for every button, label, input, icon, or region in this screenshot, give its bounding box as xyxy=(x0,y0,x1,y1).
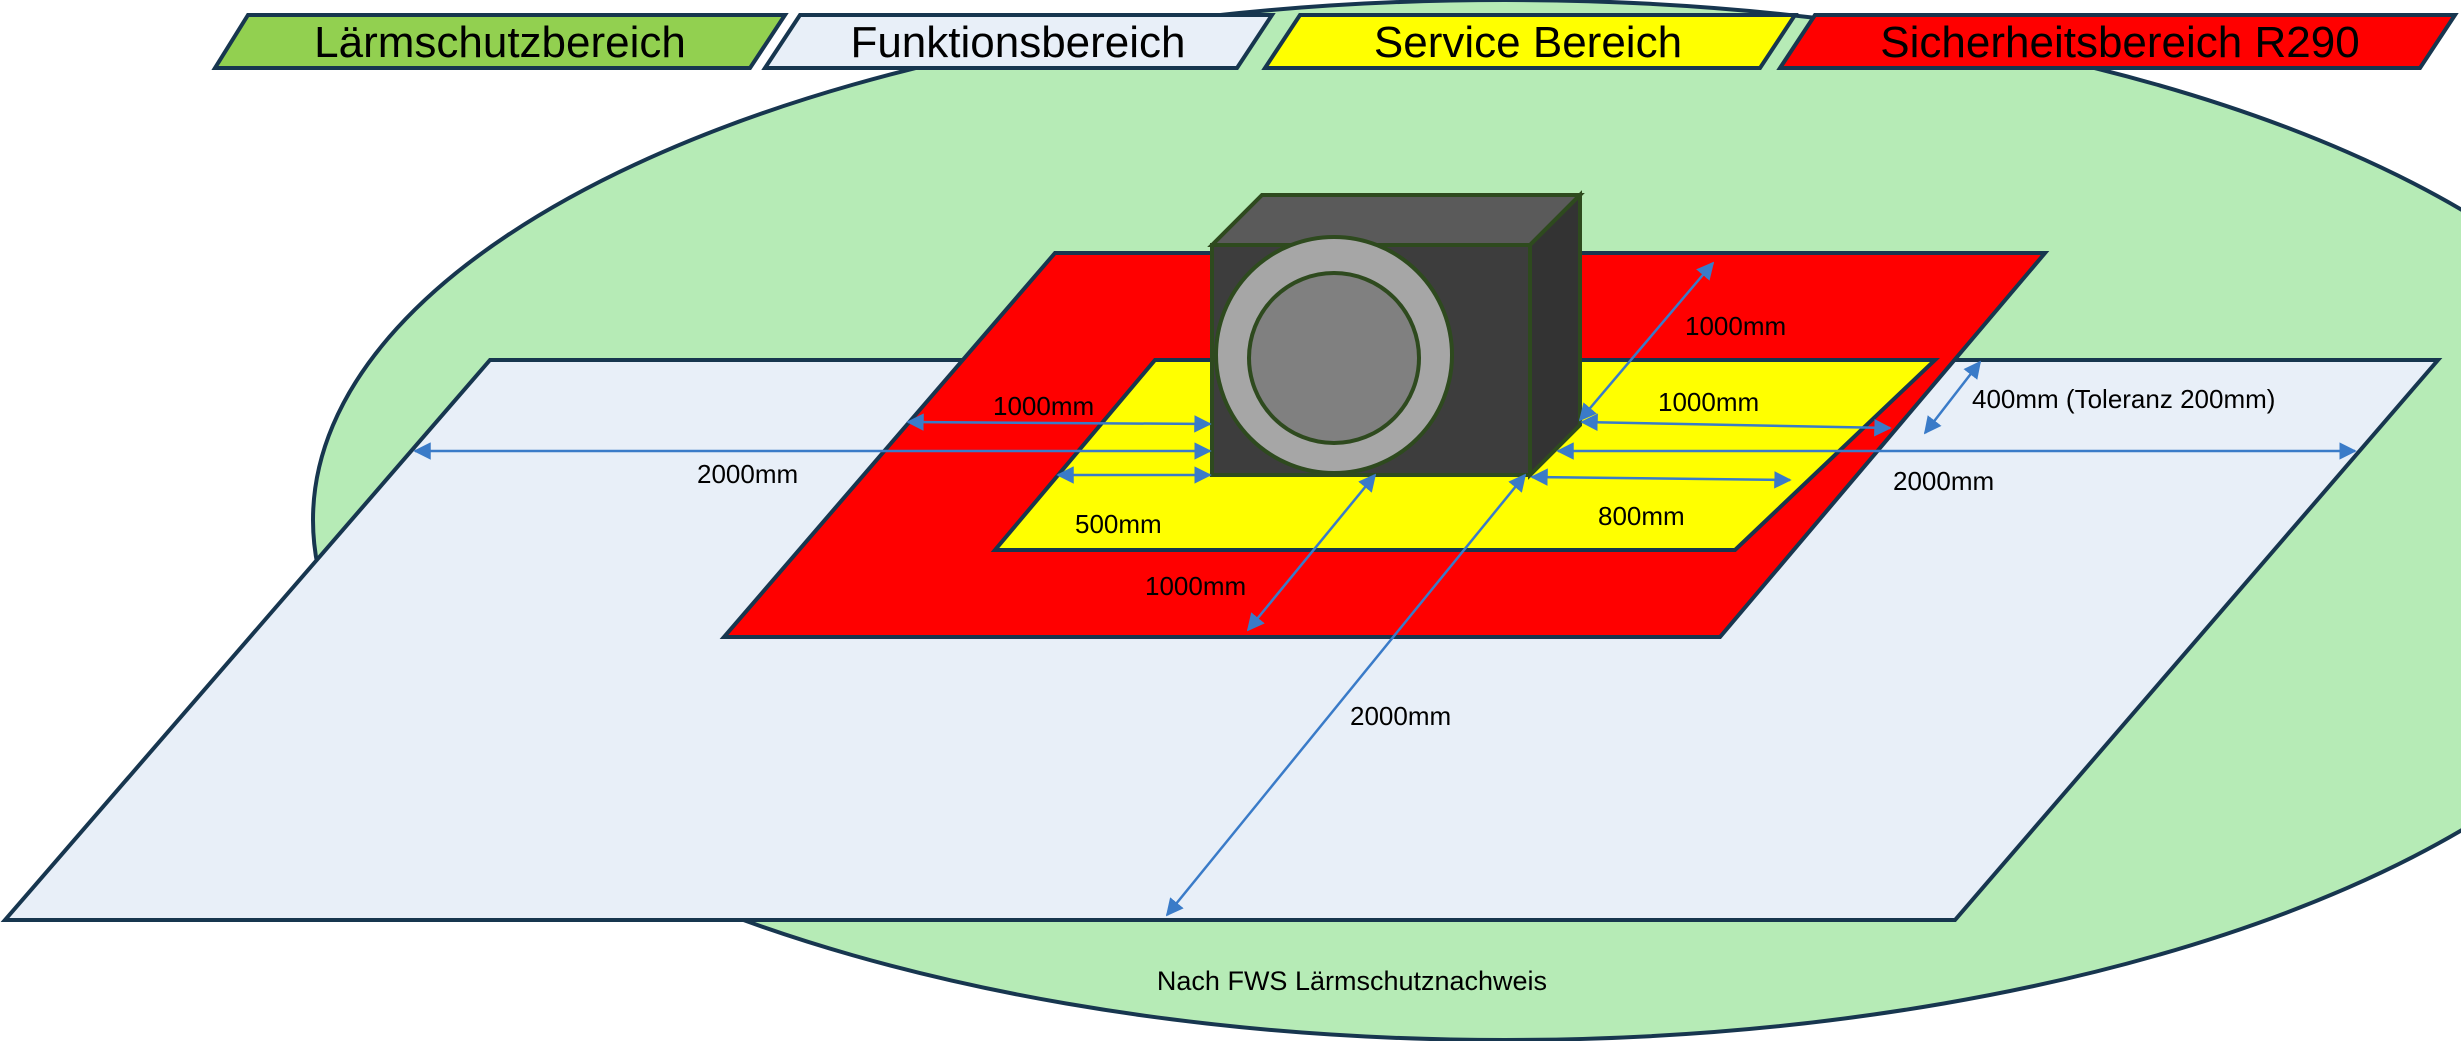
dim-label-front-safety: 1000mm xyxy=(1145,571,1246,601)
legend-label-service: Service Bereich xyxy=(1374,18,1682,67)
unit-top-face xyxy=(1207,193,1585,247)
legend-swatch-function xyxy=(761,13,1276,70)
heat-pump-unit xyxy=(1207,190,1585,480)
fan-inner-disc xyxy=(1247,271,1421,445)
dim-label-front-function: 2000mm xyxy=(1350,701,1451,731)
dim-label-left-service: 500mm xyxy=(1075,509,1162,539)
legend-label-safety-r290: Sicherheitsbereich R290 xyxy=(1880,18,2359,67)
legend-item-safety-r290: Sicherheitsbereich R290 xyxy=(1776,13,2459,70)
legend-swatch-service xyxy=(1261,13,1799,70)
legend-item-noise-protection: Lärmschutzbereich xyxy=(211,13,789,70)
unit-side-face xyxy=(1528,190,1582,480)
dim-label-right-service-bottom: 800mm xyxy=(1598,501,1685,531)
dim-arrow-left-safety xyxy=(906,413,1212,433)
legend-item-function: Funktionsbereich xyxy=(761,13,1276,70)
noise-protection-note: Nach FWS Lärmschutznachweis xyxy=(1157,966,1547,996)
dim-arrow-back-function xyxy=(1923,360,1982,435)
dim-arrow-back-safety xyxy=(1578,261,1715,422)
dim-arrow-right-service-top xyxy=(1580,413,1892,437)
legend-label-function: Funktionsbereich xyxy=(850,18,1185,67)
dim-label-right-service-top: 1000mm xyxy=(1658,387,1759,417)
legend: Lärmschutzbereich Funktionsbereich Servi… xyxy=(211,13,2459,70)
legend-label-noise-protection: Lärmschutzbereich xyxy=(314,18,686,67)
dim-arrow-right-service-bottom xyxy=(1530,468,1792,489)
legend-swatch-noise-protection xyxy=(211,13,789,70)
legend-swatch-safety-r290 xyxy=(1776,13,2459,70)
dim-label-left-function: 2000mm xyxy=(697,459,798,489)
dim-label-right-function: 2000mm xyxy=(1893,466,1994,496)
dim-arrow-front-function xyxy=(1165,473,1527,917)
dim-label-left-safety: 1000mm xyxy=(993,391,1094,421)
dim-label-back-function: 400mm (Toleranz 200mm) xyxy=(1972,384,2275,414)
legend-item-service: Service Bereich xyxy=(1261,13,1799,70)
dimension-arrows xyxy=(413,261,2357,917)
dim-label-back-safety: 1000mm xyxy=(1685,311,1786,341)
